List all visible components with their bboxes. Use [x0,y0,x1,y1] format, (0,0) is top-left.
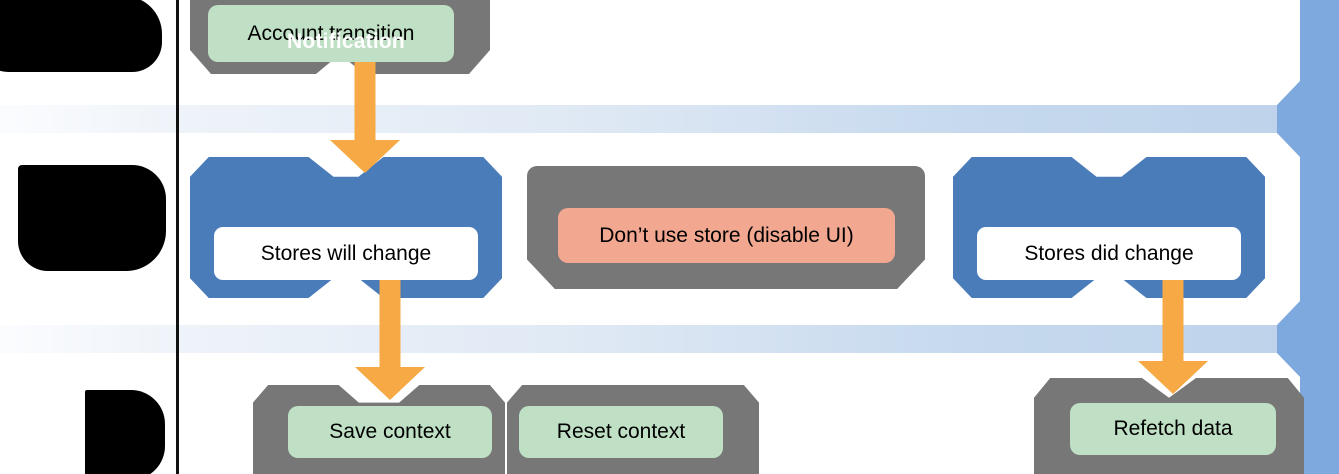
arrow-account-to-will-change [330,58,400,173]
arrow-head-icon [355,367,425,400]
arrow-shaft [354,58,376,150]
redaction-block-2 [18,165,166,271]
swimlane-right-strip [1300,0,1339,474]
arrow-did-change-to-refetch [1138,278,1208,394]
redaction-block-1 [0,0,162,72]
notification-title-did-change: Notification [1050,30,1168,53]
swimlane-strip-notch-1 [1277,105,1300,133]
arrow-shaft [379,278,401,378]
notification-body-will-change: Stores will change [214,227,478,280]
notification-body-did-change: Stores did change [977,227,1241,280]
arrow-will-change-to-save-context [355,278,425,400]
arrow-head-icon [1138,361,1208,394]
swimlane-band-2 [0,325,1339,353]
notification-title-will-change: Notification [287,30,405,53]
node-save-context[interactable]: Save context [288,406,492,458]
arrow-shaft [1162,278,1184,372]
node-refetch-data[interactable]: Refetch data [1070,403,1276,455]
redaction-block-3 [85,390,165,474]
node-reset-context[interactable]: Reset context [519,406,723,458]
swimlane-wedge-bottom-1 [1277,133,1300,157]
swimlane-strip-notch-2 [1277,325,1300,353]
arrow-head-icon [330,140,400,173]
swimlane-band-1 [0,105,1339,133]
left-margin-divider [176,0,179,474]
node-account-transition[interactable]: Account transition [208,5,454,62]
swimlane-wedge-top-1 [1277,81,1300,105]
swimlane-wedge-top-2 [1277,301,1300,325]
swimlane-wedge-bottom-2 [1277,353,1300,377]
node-dont-use-store[interactable]: Don’t use store (disable UI) [558,208,895,263]
